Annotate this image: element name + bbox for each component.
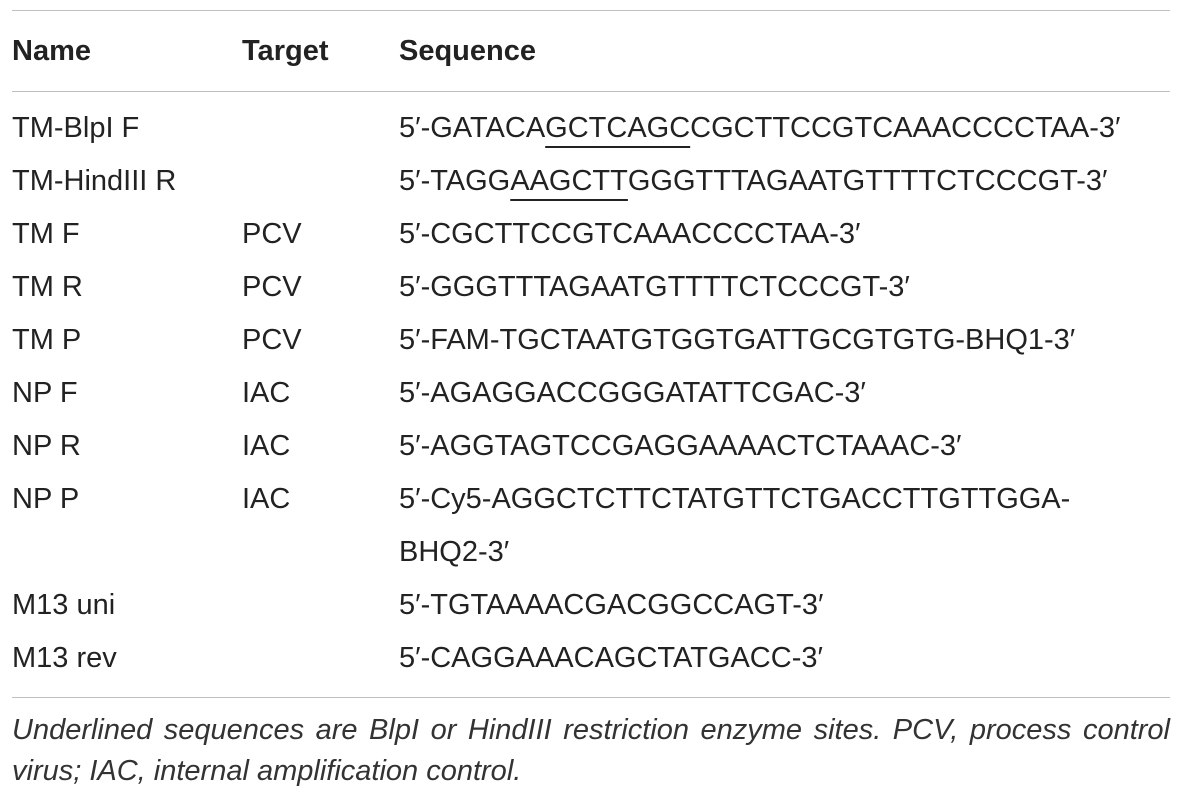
primer-table-body: TM-BlpI F 5′-GATACAGCTCAGCCGCTTCCGTCAAAC… <box>12 92 1170 685</box>
row-target: IAC <box>242 377 291 409</box>
row-target: IAC <box>242 483 291 515</box>
table-row: TM F PCV 5′-CGCTTCCGTCAAACCCCTAA-3′ <box>12 208 1170 261</box>
primer-table-container: Name Target Sequence TM-BlpI F 5′-GATACA… <box>12 10 1170 792</box>
table-row: TM-HindIII R 5′-TAGGAAGCTTGGGTTTAGAATGTT… <box>12 155 1170 208</box>
row-target: PCV <box>242 324 302 356</box>
table-body-rest: TM-HindIII R 5′-TAGGAAGCTTGGGTTTAGAATGTT… <box>12 155 1170 685</box>
sequence-part: GGGTTTAGAATGTTTTCTCCCGT-3′ <box>627 165 1108 197</box>
row-target <box>242 579 399 632</box>
row-name: TM R <box>12 271 83 303</box>
table-header: Name Target Sequence <box>12 11 1170 91</box>
row-name: NP R <box>12 430 81 462</box>
sequence-part: CGCTTCCGTCAAACCCCTAA-3′ <box>690 112 1121 144</box>
sequence-part: 5′-TAGG <box>399 165 511 197</box>
row-sequence: 5′-Cy5-AGGCTCTTCTATGTTCTGACCTTGTTGGA-BHQ… <box>399 483 1071 568</box>
row-sequence: 5′-CGCTTCCGTCAAACCCCTAA-3′ <box>399 218 861 250</box>
row-name: TM F <box>12 218 80 250</box>
row-name: TM-BlpI F <box>12 112 140 144</box>
header-name: Name <box>12 35 91 67</box>
row-name: NP P <box>12 483 80 515</box>
row-target: PCV <box>242 271 302 303</box>
row-target <box>242 632 399 685</box>
table-row: TM P PCV 5′-FAM-TGCTAATGTGGTGATTGCGTGTG-… <box>12 314 1170 367</box>
row-target: PCV <box>242 218 302 250</box>
row-sequence: 5′-GATACAGCTCAGCCGCTTCCGTCAAACCCCTAA-3′ <box>399 92 1170 155</box>
row-name: TM P <box>12 324 82 356</box>
header-rule <box>12 91 1170 92</box>
header-target: Target <box>242 35 329 67</box>
restriction-site: GCTCAGC <box>545 112 691 144</box>
bottom-rule <box>12 697 1170 698</box>
table-row: M13 uni 5′-TGTAAAACGACGGCCAGT-3′ <box>12 579 1170 632</box>
table-row: NP R IAC 5′-AGGTAGTCCGAGGAAAACTCTAAAC-3′ <box>12 420 1170 473</box>
row-sequence: 5′-AGGTAGTCCGAGGAAAACTCTAAAC-3′ <box>399 430 962 462</box>
row-name: M13 rev <box>12 642 117 674</box>
table-row: M13 rev 5′-CAGGAAACAGCTATGACC-3′ <box>12 632 1170 685</box>
row-target <box>242 155 399 208</box>
row-name: NP F <box>12 377 78 409</box>
row-target <box>242 92 399 155</box>
table-row: TM-BlpI F 5′-GATACAGCTCAGCCGCTTCCGTCAAAC… <box>12 92 1170 155</box>
header-row: Name Target Sequence <box>12 11 1170 91</box>
row-sequence: 5′-FAM-TGCTAATGTGGTGATTGCGTGTG-BHQ1-3′ <box>399 324 1076 356</box>
table-body: TM-BlpI F 5′-GATACAGCTCAGCCGCTTCCGTCAAAC… <box>12 92 1170 155</box>
row-sequence: 5′-GGGTTTAGAATGTTTTCTCCCGT-3′ <box>399 271 910 303</box>
row-sequence: 5′-AGAGGACCGGGATATTCGAC-3′ <box>399 377 866 409</box>
row-name: TM-HindIII R <box>12 165 177 197</box>
header-sequence: Sequence <box>399 35 536 67</box>
primer-table: Name Target Sequence <box>12 11 1170 91</box>
row-name: M13 uni <box>12 589 116 621</box>
table-row: NP F IAC 5′-AGAGGACCGGGATATTCGAC-3′ <box>12 367 1170 420</box>
restriction-site: AAGCTT <box>510 165 628 197</box>
row-sequence: 5′-CAGGAAACAGCTATGACC-3′ <box>399 642 823 674</box>
row-sequence: 5′-TAGGAAGCTTGGGTTTAGAATGTTTTCTCCCGT-3′ <box>399 155 1170 208</box>
row-target: IAC <box>242 430 291 462</box>
table-footnote: Underlined sequences are BlpI or HindIII… <box>12 714 1170 787</box>
top-rule <box>12 10 1170 11</box>
table-row: NP P IAC 5′-Cy5-AGGCTCTTCTATGTTCTGACCTTG… <box>12 473 1170 579</box>
row-sequence: 5′-TGTAAAACGACGGCCAGT-3′ <box>399 589 824 621</box>
table-row: TM R PCV 5′-GGGTTTAGAATGTTTTCTCCCGT-3′ <box>12 261 1170 314</box>
sequence-part: 5′-GATACA <box>399 112 546 144</box>
